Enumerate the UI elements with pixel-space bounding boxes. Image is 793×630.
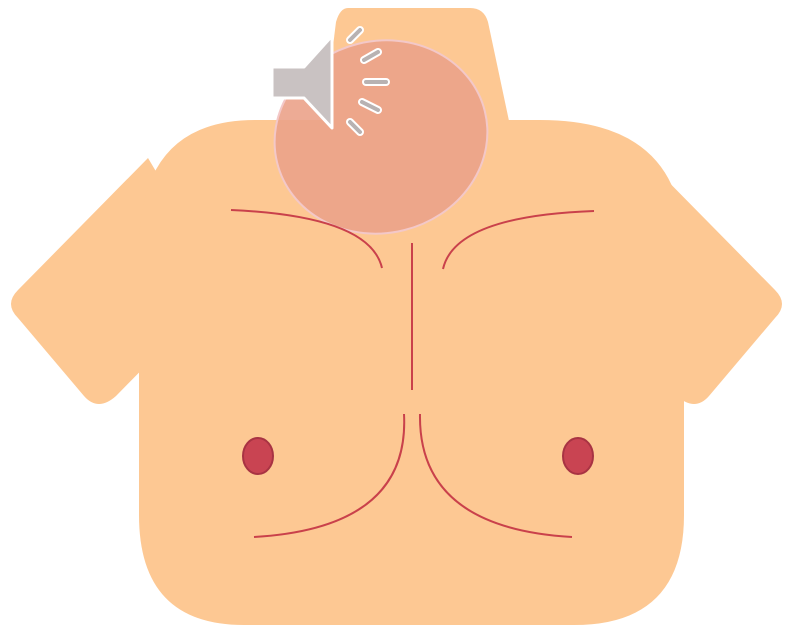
- left-nipple: [243, 438, 273, 474]
- right-nipple: [563, 438, 593, 474]
